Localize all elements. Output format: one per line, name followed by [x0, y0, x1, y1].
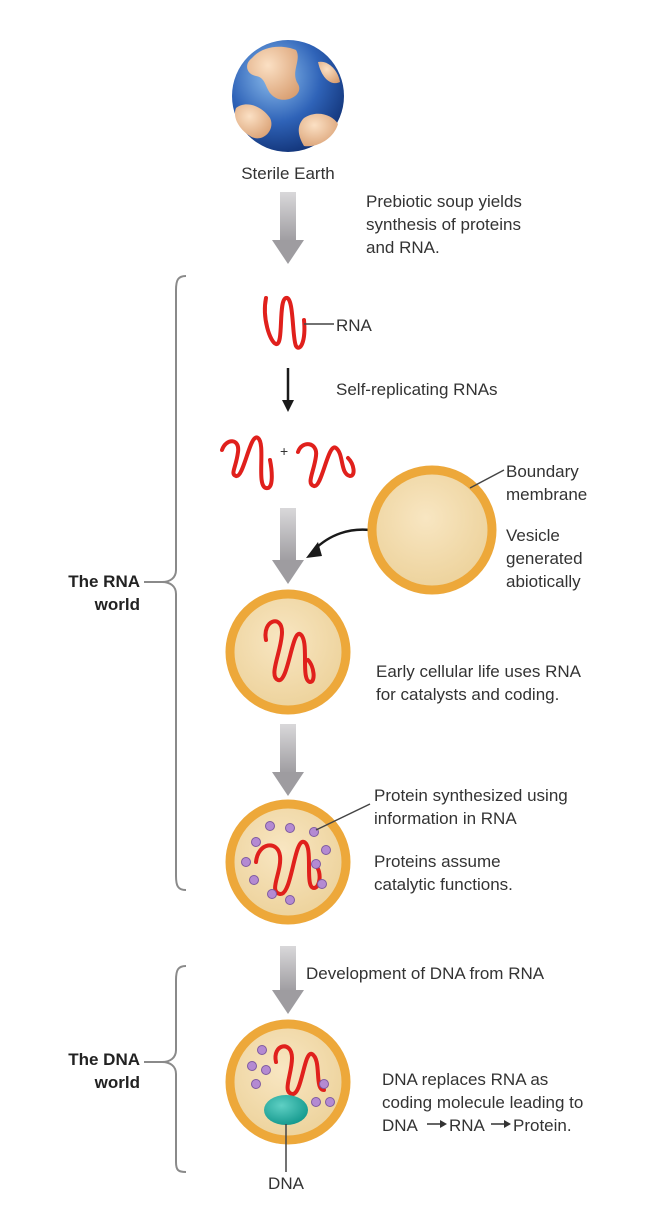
protein-dot: [311, 859, 321, 869]
protein-dot: [261, 1065, 271, 1075]
dna-label: DNA: [268, 1174, 304, 1193]
rna-strand: [296, 442, 356, 488]
flow-arrow-icon: [427, 1120, 447, 1128]
dna-cell: [225, 1019, 351, 1145]
protein-dot: [317, 879, 327, 889]
dna-replaces-label: DNA replaces RNA as coding molecule lead…: [382, 1070, 584, 1135]
membrane-pointer-line: [469, 469, 505, 489]
gray-arrow: [272, 724, 304, 796]
protein-dot: [319, 1079, 329, 1089]
prebiotic-soup-label: Prebiotic soup yields synthesis of prote…: [366, 192, 522, 257]
proteins-assume-label: Proteins assume catalytic functions.: [374, 852, 513, 894]
protein-dot: [247, 1061, 257, 1071]
dna-world-label: The DNA world: [68, 1050, 140, 1092]
protein-pointer-line: [315, 803, 371, 831]
protein-dot: [251, 837, 261, 847]
protein-dot: [241, 857, 251, 867]
curved-arrow: [306, 528, 371, 558]
dna-world-bracket: [144, 965, 187, 1173]
rna-label: RNA: [336, 316, 372, 335]
development-dna-label: Development of DNA from RNA: [306, 964, 545, 983]
gray-arrow: [272, 508, 304, 584]
plus-sign: +: [280, 443, 289, 459]
protein-synthesized-label: Protein synthesized using information in…: [374, 786, 568, 828]
early-cellular-life-label: Early cellular life uses RNA for catalys…: [376, 662, 582, 704]
sterile-earth-label: Sterile Earth: [241, 164, 335, 183]
rna-world-label: The RNA world: [68, 572, 140, 614]
dna-flow-rna-label: RNA: [449, 1116, 485, 1135]
protein-dot: [267, 889, 277, 899]
protein-dot: [257, 1045, 267, 1055]
gray-arrow: [272, 192, 304, 264]
protein-dot: [249, 875, 259, 885]
protein-dot: [251, 1079, 261, 1089]
vesicle: [367, 465, 497, 595]
early-cell: [225, 589, 351, 715]
protein-dot: [285, 895, 295, 905]
protein-dot: [321, 845, 331, 855]
gray-arrow: [272, 946, 304, 1014]
black-arrow: [282, 368, 294, 412]
rna-strand: [220, 435, 274, 490]
self-replicating-label: Self-replicating RNAs: [336, 380, 498, 399]
rna-strand: [263, 295, 307, 350]
protein-cell: [225, 799, 371, 925]
boundary-membrane-label: Boundary membrane: [506, 462, 588, 504]
rna-world-bracket: [144, 275, 187, 891]
protein-dot: [265, 821, 275, 831]
dna-blob: [264, 1095, 308, 1125]
sterile-earth-globe-icon: [232, 40, 344, 152]
flow-arrow-icon: [491, 1120, 511, 1128]
vesicle-label: Vesicle generated abiotically: [506, 526, 583, 591]
dna-flow-protein-label: Protein.: [513, 1116, 572, 1135]
protein-dot: [311, 1097, 321, 1107]
protein-dot: [325, 1097, 335, 1107]
protein-dot: [285, 823, 295, 833]
